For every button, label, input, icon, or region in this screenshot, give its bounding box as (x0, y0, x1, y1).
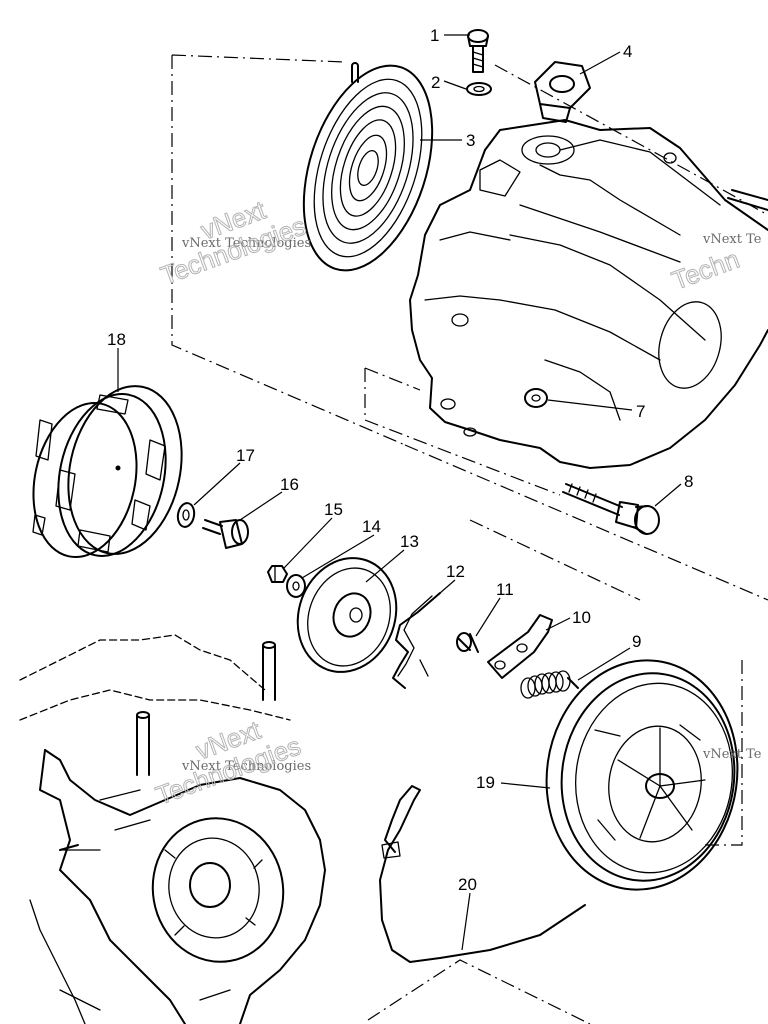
callout-14: 14 (362, 517, 381, 536)
starter-rope-20 (379, 785, 586, 963)
callout-20: 20 (458, 875, 477, 894)
rope-reel-19 (545, 659, 739, 891)
crankcase (19, 634, 326, 1024)
leader-lines (117, 34, 682, 951)
bolt-1 (467, 29, 489, 73)
watermark-text-3: vNext Te (702, 232, 762, 247)
washer-7 (524, 388, 548, 408)
callout-numbers: 1 2 3 4 7 8 9 10 11 12 13 14 15 16 17 18… (107, 26, 693, 894)
washer-17 (176, 502, 196, 528)
pulley-cup-18 (32, 385, 183, 559)
starter-housing (409, 119, 768, 469)
watermark-big-3: Techn (668, 244, 743, 296)
watermark-text-2: vNext Technologies (181, 759, 311, 774)
callout-16: 16 (280, 475, 299, 494)
callout-7: 7 (636, 402, 645, 421)
bolt-8 (562, 483, 660, 535)
callout-1: 1 (430, 26, 439, 45)
callout-2: 2 (431, 73, 440, 92)
callout-10: 10 (572, 608, 591, 627)
callout-17: 17 (236, 446, 255, 465)
nut-15 (267, 565, 288, 583)
friction-plate-13 (296, 557, 398, 673)
watermark-text-1: vNext Technologies (181, 236, 311, 251)
callout-3: 3 (466, 131, 475, 150)
callout-13: 13 (400, 532, 419, 551)
spring-clip-12 (392, 592, 441, 689)
callout-19: 19 (476, 773, 495, 792)
callout-18: 18 (107, 330, 126, 349)
callout-9: 9 (632, 632, 641, 651)
spring-9 (520, 670, 579, 699)
callout-11: 11 (496, 580, 514, 599)
ratchet-10 (487, 614, 553, 679)
washer-2 (466, 82, 492, 96)
recoil-spring (302, 62, 434, 272)
pin-11 (456, 632, 479, 653)
guide-4 (534, 61, 591, 123)
watermarks: vNext Technologies vNext Technologies vN… (151, 194, 762, 811)
callout-4: 4 (623, 42, 632, 61)
bolt-16 (202, 519, 249, 549)
washer-14 (286, 574, 306, 598)
callout-15: 15 (324, 500, 343, 519)
callout-12: 12 (446, 562, 465, 581)
callout-8: 8 (684, 472, 693, 491)
watermark-text-4: vNext Te (702, 747, 762, 762)
